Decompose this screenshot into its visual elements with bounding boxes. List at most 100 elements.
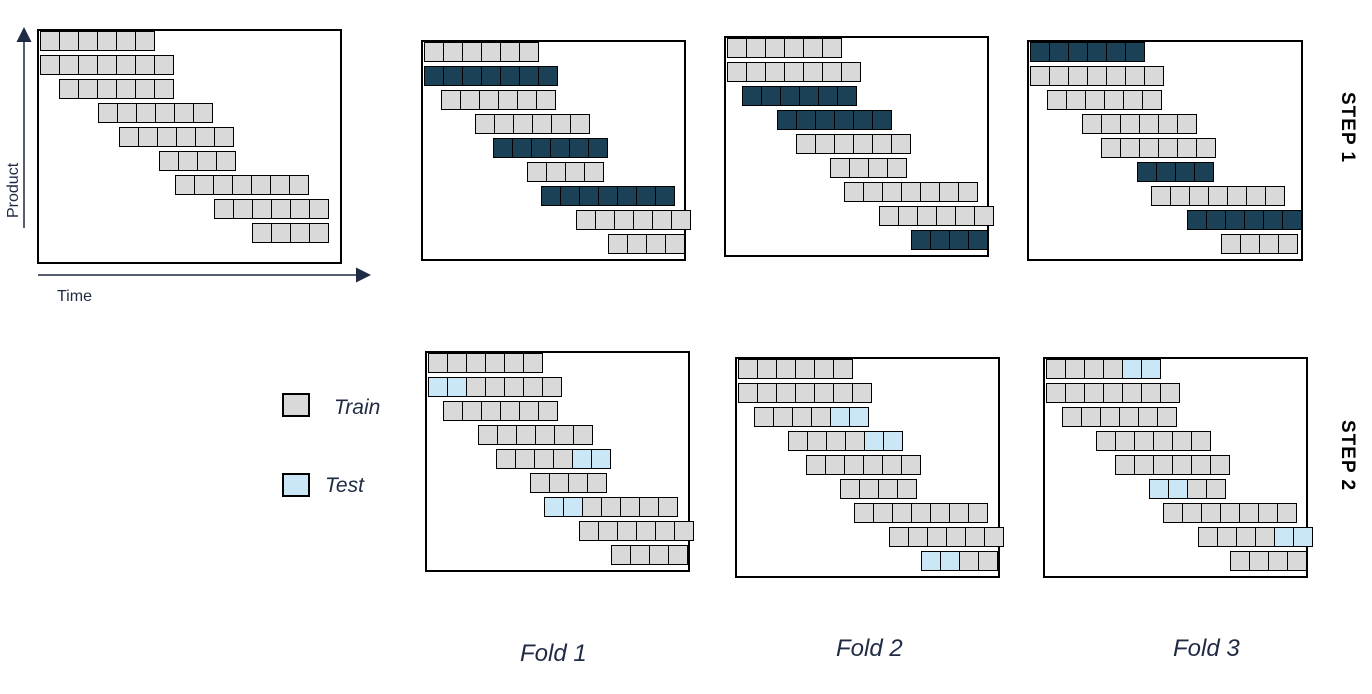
time-step-cell	[674, 521, 694, 541]
step1-label: STEP 1	[1337, 92, 1358, 164]
time-step-cell	[887, 158, 907, 178]
time-step-cell	[536, 90, 556, 110]
time-step-cell	[825, 455, 845, 475]
time-step-cell	[531, 138, 551, 158]
time-step-cell	[773, 407, 793, 427]
time-step-cell	[946, 527, 966, 547]
time-step-cell	[879, 206, 899, 226]
time-step-cell	[636, 186, 656, 206]
time-step-cell	[815, 134, 835, 154]
time-step-cell	[504, 353, 524, 373]
time-step-cell	[822, 62, 842, 82]
time-step-cell	[481, 42, 501, 62]
time-step-cell	[1170, 186, 1190, 206]
series-row	[40, 31, 155, 51]
step1-fold2-panel	[724, 36, 994, 257]
time-step-cell	[1138, 407, 1158, 427]
time-step-cell	[868, 158, 888, 178]
time-step-cell	[872, 110, 892, 130]
time-step-cell	[1066, 90, 1086, 110]
time-step-cell	[1125, 66, 1145, 86]
time-step-cell	[974, 206, 994, 226]
time-step-cell	[232, 175, 252, 195]
time-step-cell	[788, 431, 808, 451]
time-step-cell	[546, 162, 566, 182]
time-step-cell	[814, 383, 834, 403]
time-step-cell	[194, 175, 214, 195]
time-step-cell	[780, 86, 800, 106]
time-step-cell	[1191, 455, 1211, 475]
series-row	[1047, 90, 1162, 110]
time-step-cell	[1293, 527, 1313, 547]
series-row	[544, 497, 678, 517]
series-row	[921, 551, 998, 571]
time-step-cell	[757, 383, 777, 403]
time-step-cell	[1096, 431, 1116, 451]
time-step-cell	[940, 551, 960, 571]
time-step-cell	[481, 66, 501, 86]
time-step-cell	[309, 223, 329, 243]
time-step-cell	[544, 497, 564, 517]
time-step-cell	[1206, 479, 1226, 499]
time-step-cell	[550, 138, 570, 158]
time-step-cell	[1189, 186, 1209, 206]
time-step-cell	[959, 551, 979, 571]
legend-test-label: Test	[325, 474, 364, 497]
time-step-cell	[523, 377, 543, 397]
time-step-cell	[1106, 66, 1126, 86]
time-step-cell	[1030, 66, 1050, 86]
time-step-cell	[837, 86, 857, 106]
time-step-cell	[840, 479, 860, 499]
time-step-cell	[493, 138, 513, 158]
time-step-cell	[1081, 407, 1101, 427]
time-step-cell	[1123, 90, 1143, 110]
time-step-cell	[59, 31, 79, 51]
time-step-cell	[98, 103, 118, 123]
time-step-cell	[538, 401, 558, 421]
time-step-cell	[1101, 114, 1121, 134]
legend-train-swatch	[282, 393, 310, 417]
time-step-cell	[853, 110, 873, 130]
time-step-cell	[1210, 455, 1230, 475]
time-step-cell	[873, 503, 893, 523]
series-row	[441, 90, 556, 110]
time-step-cell	[155, 103, 175, 123]
time-step-cell	[826, 431, 846, 451]
time-step-cell	[833, 383, 853, 403]
time-step-cell	[958, 182, 978, 202]
time-step-cell	[97, 31, 117, 51]
time-step-cell	[568, 473, 588, 493]
time-step-cell	[649, 545, 669, 565]
time-step-cell	[119, 127, 139, 147]
time-step-cell	[1268, 551, 1288, 571]
time-step-cell	[1194, 162, 1214, 182]
time-step-cell	[116, 79, 136, 99]
time-step-cell	[1106, 42, 1126, 62]
time-step-cell	[1201, 503, 1221, 523]
time-step-cell	[443, 42, 463, 62]
time-step-cell	[978, 551, 998, 571]
time-step-cell	[1277, 503, 1297, 523]
series-row	[1187, 210, 1302, 230]
time-step-cell	[40, 31, 60, 51]
time-step-cell	[154, 55, 174, 75]
time-step-cell	[576, 210, 596, 230]
time-step-cell	[441, 90, 461, 110]
time-step-cell	[1120, 114, 1140, 134]
time-step-cell	[803, 38, 823, 58]
time-step-cell	[1240, 234, 1260, 254]
time-step-cell	[854, 503, 874, 523]
time-step-cell	[466, 377, 486, 397]
time-step-cell	[889, 527, 909, 547]
time-step-cell	[1153, 455, 1173, 475]
time-step-cell	[116, 31, 136, 51]
time-step-cell	[135, 31, 155, 51]
time-step-cell	[665, 234, 685, 254]
series-row	[727, 62, 861, 82]
time-step-cell	[1246, 186, 1266, 206]
time-step-cell	[1122, 383, 1142, 403]
time-step-cell	[844, 455, 864, 475]
series-row	[428, 353, 543, 373]
legend-train-label: Train	[334, 396, 381, 419]
time-step-cell	[939, 182, 959, 202]
